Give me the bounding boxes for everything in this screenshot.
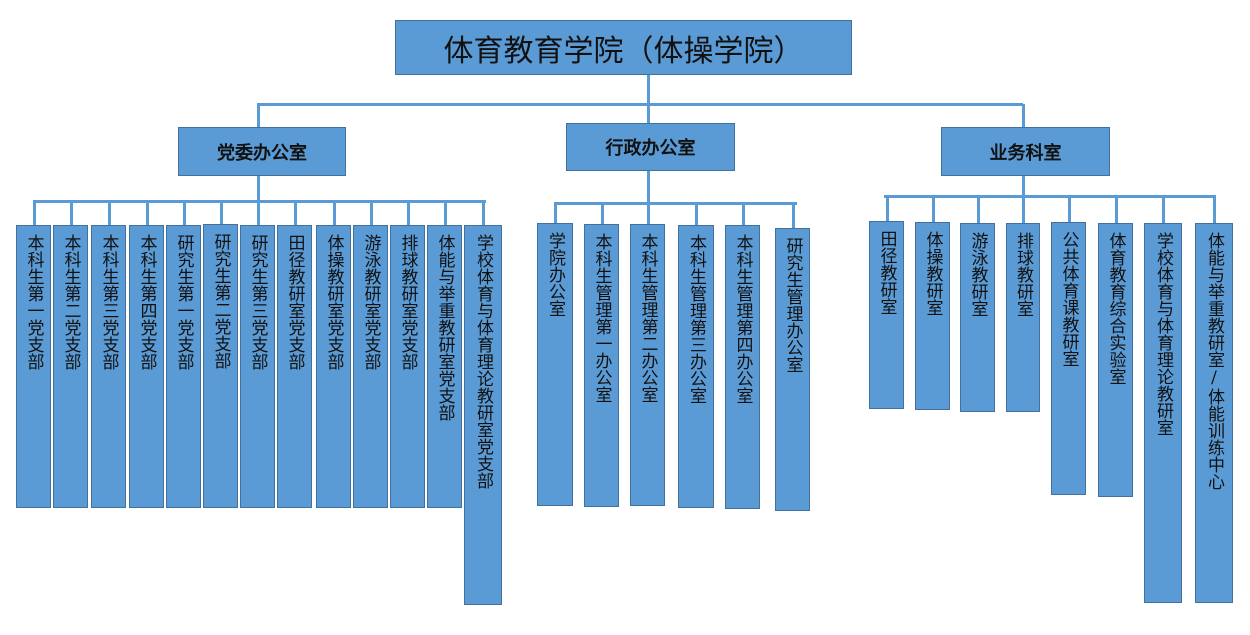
connector-line: [183, 200, 186, 225]
connector-line: [146, 200, 149, 225]
unit-node: 体操教研室: [915, 222, 950, 410]
unit-node: 学校体育与体育理论教研室: [1144, 223, 1182, 603]
connector-line: [647, 75, 650, 105]
unit-label: 本科生管理第四办公室: [732, 234, 753, 404]
connector-line: [647, 104, 650, 123]
unit-label: 研究生第三党支部: [247, 234, 268, 370]
unit-label: 体育教育综合实验室: [1105, 232, 1126, 385]
connector-line: [554, 202, 557, 223]
connector-line: [1213, 195, 1216, 223]
unit-label: 排球教研室党支部: [397, 234, 418, 370]
connector-line: [742, 202, 745, 225]
unit-label: 学校体育与体育理论教研室: [1153, 232, 1173, 436]
unit-label: 田径教研室党支部: [284, 234, 305, 370]
unit-node: 排球教研室: [1006, 223, 1040, 412]
department-label: 行政办公室: [605, 138, 696, 159]
unit-node: 体操教研室党支部: [316, 225, 351, 508]
unit-node: 本科生管理第一办公室: [584, 224, 619, 507]
connector-line: [370, 200, 373, 225]
connector-line: [257, 104, 260, 127]
connector-line: [555, 202, 797, 205]
unit-label: 本科生第三党支部: [98, 234, 119, 370]
connector-line: [257, 103, 1023, 106]
unit-node: 研究生管理办公室: [775, 228, 810, 511]
connector-line: [886, 195, 889, 221]
unit-label: 本科生管理第三办公室: [686, 234, 706, 404]
department-node: 行政办公室: [566, 123, 735, 171]
unit-node: 本科生管理第三办公室: [678, 225, 714, 508]
unit-label: 体能与举重教研室/体能训练中心: [1204, 232, 1224, 490]
unit-node: 本科生管理第四办公室: [725, 225, 760, 509]
connector-line: [1022, 176, 1025, 195]
connector-line: [977, 195, 980, 223]
connector-line: [257, 176, 260, 200]
connector-line: [257, 200, 260, 225]
unit-node: 田径教研室党支部: [277, 225, 312, 508]
unit-label: 研究生管理办公室: [782, 237, 803, 373]
connector-line: [33, 200, 36, 225]
unit-node: 本科生管理第二办公室: [630, 224, 665, 506]
connector-line: [108, 200, 111, 225]
unit-label: 游泳教研室党支部: [360, 234, 381, 370]
unit-label: 体操教研室: [922, 231, 943, 316]
connector-line: [482, 200, 485, 225]
root-label: 体育教育学院（体操学院）: [443, 33, 804, 69]
unit-node: 体能与举重教研室/体能训练中心: [1195, 223, 1233, 603]
unit-node: 体能与举重教研室党支部: [427, 225, 462, 508]
unit-node: 研究生第一党支部: [166, 225, 201, 508]
unit-label: 田径教研室: [876, 230, 897, 315]
unit-node: 学校体育与体育理论教研室党支部: [464, 225, 502, 605]
unit-label: 本科生管理第二办公室: [637, 233, 658, 403]
connector-line: [1115, 195, 1118, 223]
connector-line: [70, 200, 73, 225]
unit-label: 游泳教研室: [967, 232, 988, 317]
department-node: 业务科室: [941, 127, 1110, 176]
unit-node: 游泳教研室: [960, 223, 995, 412]
unit-label: 排球教研室: [1013, 232, 1033, 317]
unit-node: 本科生第一党支部: [16, 225, 51, 508]
connector-line: [647, 171, 650, 202]
unit-node: 研究生第三党支部: [240, 225, 275, 508]
unit-label: 本科生第二党支部: [60, 234, 81, 370]
connector-line: [695, 202, 698, 225]
unit-node: 本科生第三党支部: [91, 225, 126, 508]
connector-line: [792, 202, 795, 228]
connector-line: [220, 200, 223, 224]
unit-label: 公共体育课教研室: [1058, 231, 1079, 367]
unit-label: 体操教研室党支部: [323, 234, 344, 370]
unit-label: 研究生第二党支部: [210, 233, 231, 369]
connector-line: [647, 202, 650, 224]
connector-line: [444, 200, 447, 225]
connector-line: [294, 200, 297, 225]
connector-line: [1162, 195, 1165, 223]
unit-label: 学院办公室: [545, 232, 565, 317]
connector-line: [601, 202, 604, 224]
unit-label: 本科生第一党支部: [23, 234, 44, 370]
unit-label: 本科生第四党支部: [136, 234, 157, 370]
unit-node: 学院办公室: [537, 223, 573, 506]
unit-node: 体育教育综合实验室: [1098, 223, 1133, 497]
department-label: 业务科室: [989, 142, 1062, 164]
connector-line: [932, 195, 935, 222]
root-node: 体育教育学院（体操学院）: [395, 20, 852, 75]
unit-label: 本科生管理第一办公室: [591, 233, 612, 403]
unit-label: 学校体育与体育理论教研室党支部: [473, 234, 493, 489]
unit-node: 田径教研室: [869, 221, 904, 409]
unit-node: 本科生第四党支部: [129, 225, 164, 508]
unit-label: 体能与举重教研室党支部: [434, 234, 455, 421]
unit-label: 研究生第一党支部: [173, 234, 194, 370]
department-node: 党委办公室: [178, 127, 346, 176]
unit-node: 本科生第二党支部: [53, 225, 88, 508]
unit-node: 游泳教研室党支部: [353, 225, 388, 508]
connector-line: [884, 195, 1216, 198]
connector-line: [1022, 195, 1025, 223]
connector-line: [1068, 195, 1071, 222]
department-label: 党委办公室: [217, 142, 307, 164]
unit-node: 研究生第二党支部: [203, 224, 238, 508]
connector-line: [333, 200, 336, 225]
unit-node: 排球教研室党支部: [390, 225, 425, 508]
unit-node: 公共体育课教研室: [1051, 222, 1086, 495]
connector-line: [407, 200, 410, 225]
connector-line: [1022, 104, 1025, 127]
